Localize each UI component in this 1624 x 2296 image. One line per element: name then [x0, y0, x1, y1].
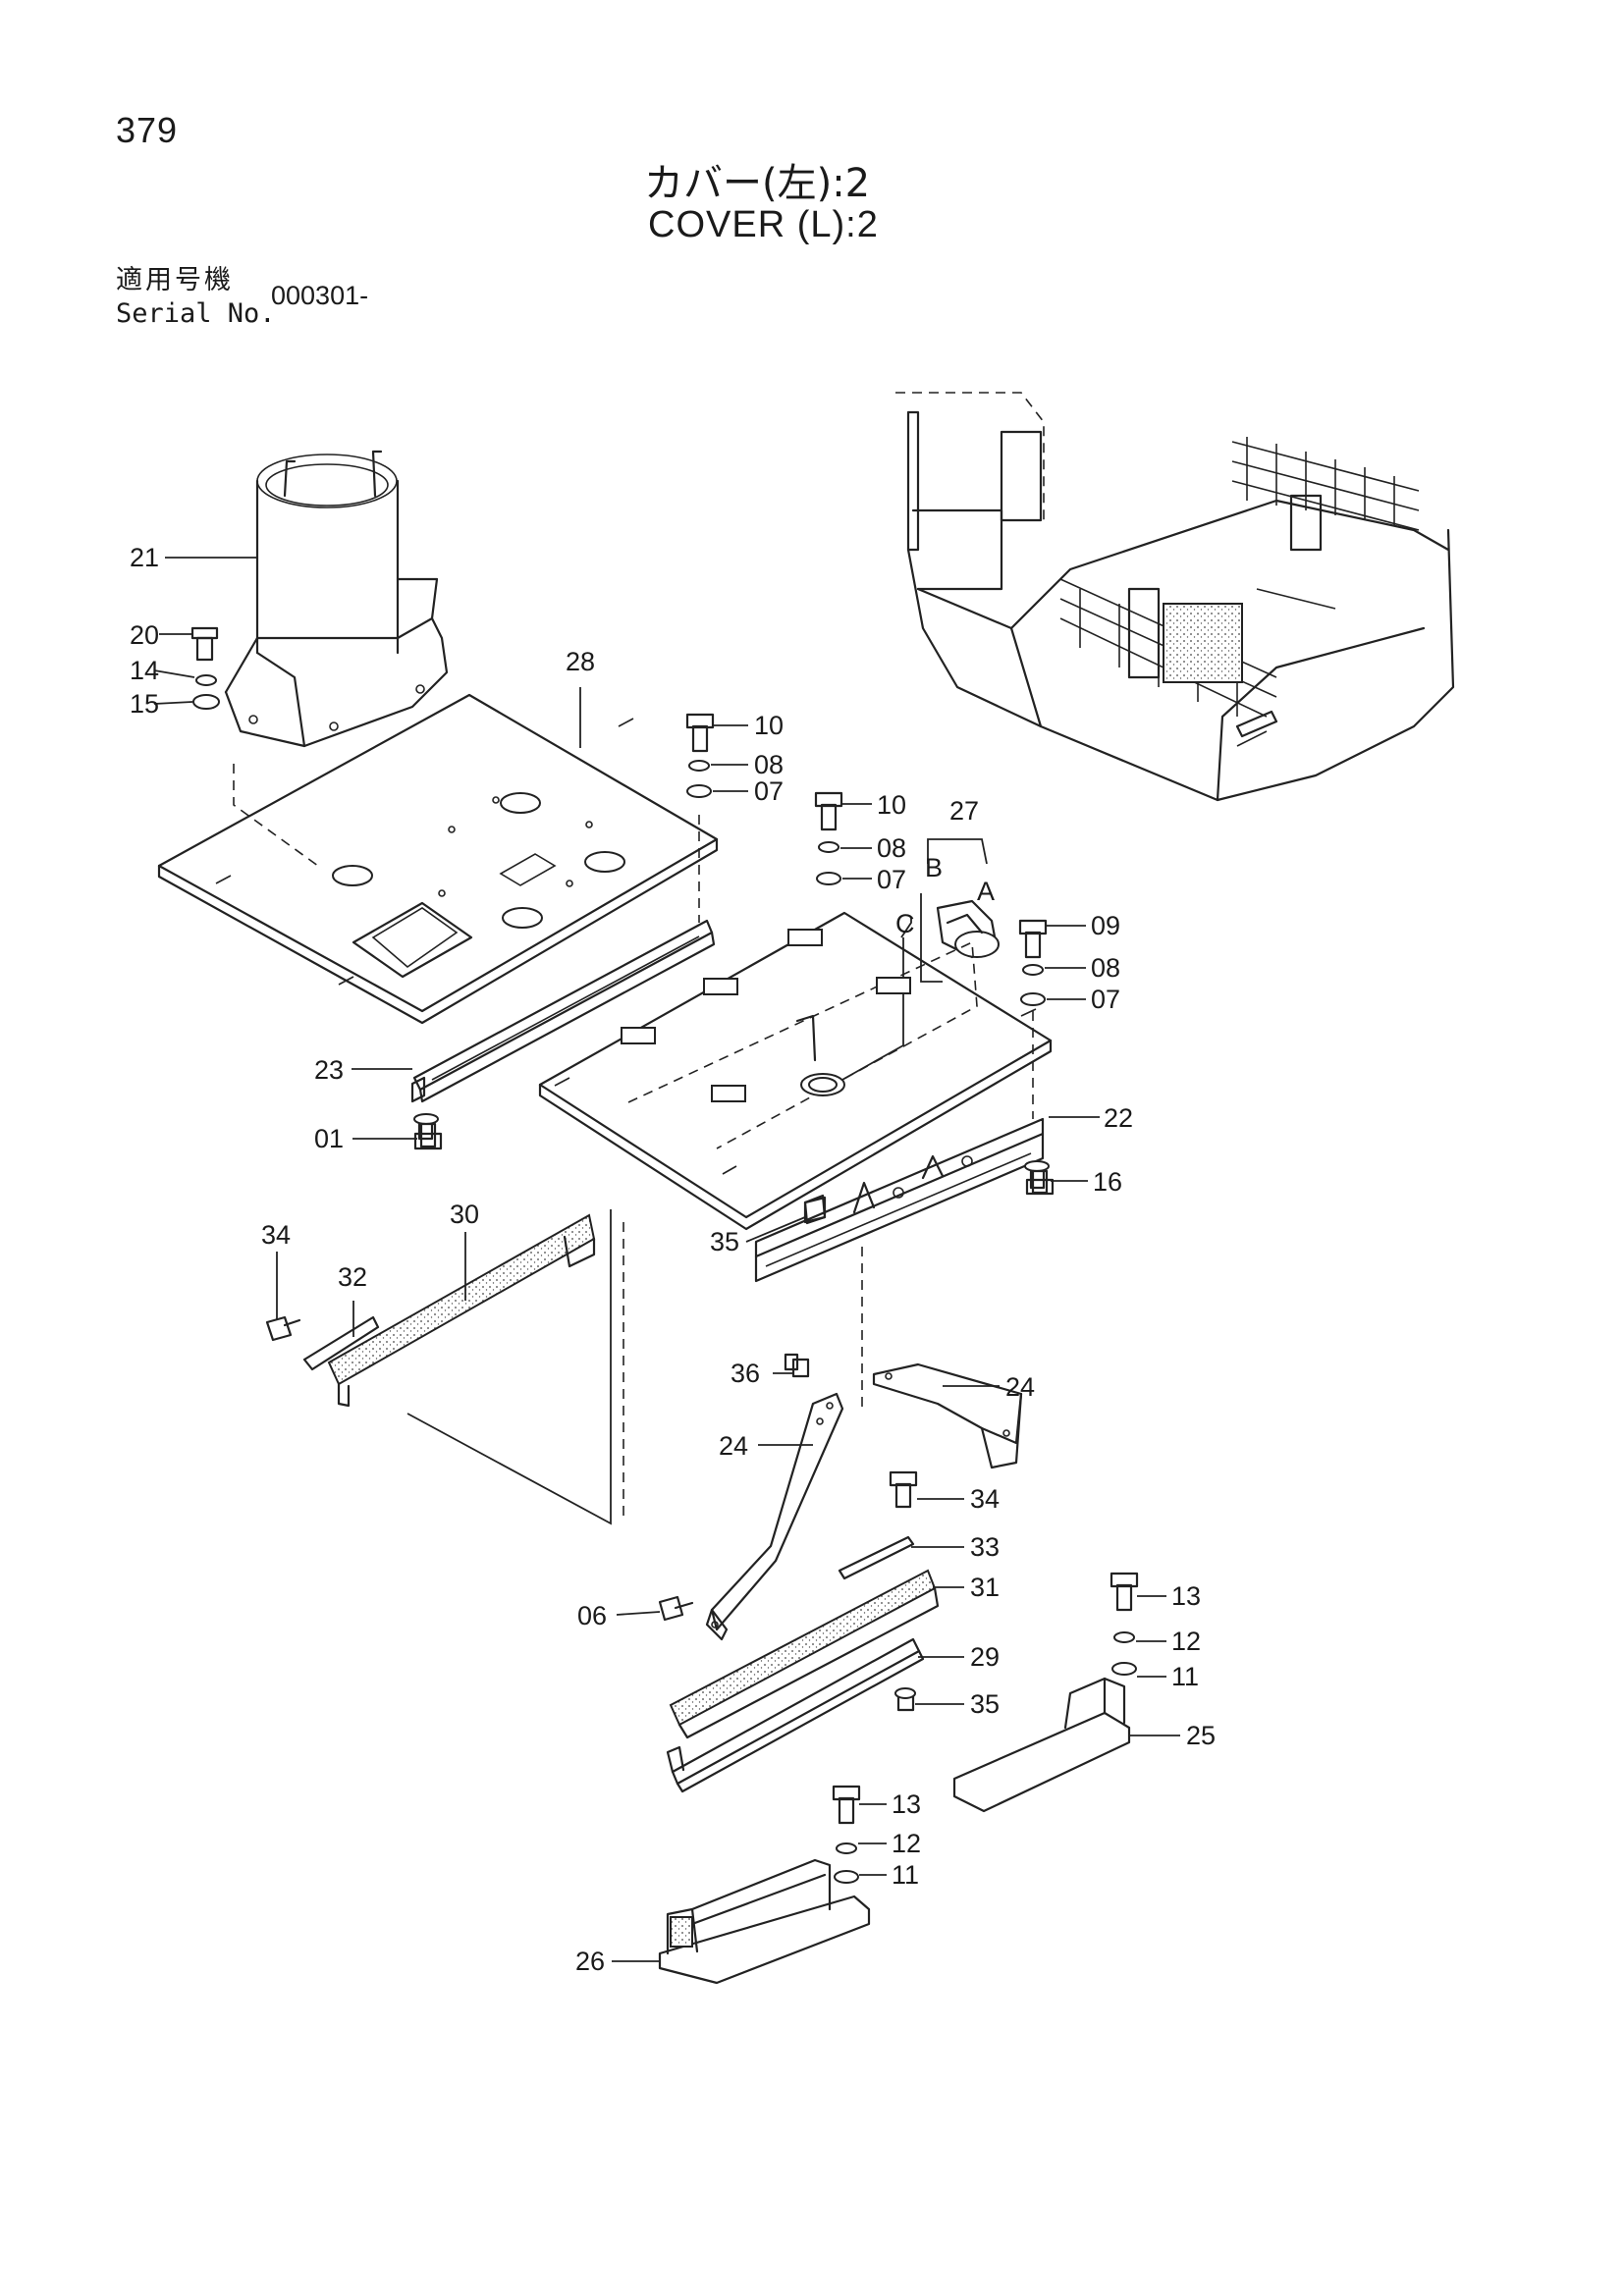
- callout-08c: 08: [1091, 953, 1120, 983]
- callout-11b: 11: [892, 1860, 919, 1890]
- callout-34a: 34: [261, 1220, 291, 1250]
- fastener-stacks: [685, 713, 1048, 1006]
- callout-35b: 35: [970, 1689, 1000, 1719]
- latch-assembly-27: [824, 838, 1000, 1091]
- callout-14: 14: [130, 656, 159, 685]
- callout-25: 25: [1186, 1721, 1216, 1750]
- side-rail: [754, 1117, 1050, 1283]
- letter-C: C: [895, 909, 915, 938]
- callout-36: 36: [731, 1359, 760, 1388]
- callout-34b: 34: [970, 1484, 1000, 1514]
- callout-13b: 13: [892, 1789, 921, 1819]
- bolt-01-head: [413, 1132, 443, 1150]
- callout-06: 06: [577, 1601, 607, 1630]
- title-english: COVER (L):2: [648, 204, 879, 245]
- bracket-26: [658, 1785, 871, 1985]
- callout-09: 09: [1091, 911, 1120, 940]
- callout-23: 23: [314, 1055, 344, 1085]
- tube-assembly: [190, 450, 449, 748]
- letter-A: A: [977, 877, 995, 906]
- callout-07c: 07: [1091, 985, 1120, 1014]
- callout-13a: 13: [1171, 1581, 1201, 1611]
- callout-12b: 12: [892, 1829, 921, 1858]
- callout-30: 30: [450, 1200, 479, 1229]
- callout-10a: 10: [754, 711, 784, 740]
- callout-32: 32: [338, 1262, 367, 1292]
- bolt-16-head: [1025, 1178, 1055, 1196]
- applicable-machine-label: 適用号機: [116, 265, 234, 295]
- machine-locator-view: [895, 392, 1455, 802]
- foam-panel-30: [265, 1213, 596, 1408]
- nut-35: [803, 1194, 827, 1225]
- callout-24b: 24: [1005, 1372, 1035, 1402]
- lower-channel-parts: [658, 1470, 940, 1793]
- callout-11a: 11: [1171, 1662, 1199, 1691]
- brackets-24: [705, 1353, 1023, 1641]
- callout-28: 28: [566, 647, 595, 676]
- letter-B: B: [925, 853, 943, 882]
- callout-10b: 10: [877, 790, 906, 820]
- page-number: 379: [116, 110, 179, 150]
- callout-labels: 21 20 14 15 28 10 08 07 10 08 07 27 B A …: [130, 543, 1216, 1976]
- callout-15: 15: [130, 689, 159, 719]
- callout-07b: 07: [877, 865, 906, 894]
- callout-26: 26: [575, 1947, 605, 1976]
- callout-07a: 07: [754, 776, 784, 806]
- callout-01: 01: [314, 1124, 344, 1153]
- callout-16: 16: [1093, 1167, 1122, 1197]
- callout-24a: 24: [719, 1431, 748, 1461]
- callout-35a: 35: [710, 1227, 739, 1256]
- serial-number-value: 000301-: [271, 281, 369, 310]
- bracket-25: [952, 1572, 1139, 1813]
- rail-23: [410, 919, 716, 1141]
- callout-22: 22: [1104, 1103, 1133, 1133]
- callout-33: 33: [970, 1532, 1000, 1562]
- callout-31: 31: [970, 1573, 1000, 1602]
- callout-29: 29: [970, 1642, 1000, 1672]
- serial-number-label: Serial No.: [116, 298, 276, 329]
- callout-08b: 08: [877, 833, 906, 863]
- cover-plate-28: [157, 693, 719, 1025]
- centerline: [233, 764, 323, 870]
- callout-08a: 08: [754, 750, 784, 779]
- leader: [406, 1209, 612, 1525]
- cover-plate-22: [538, 911, 1053, 1231]
- callout-12a: 12: [1171, 1627, 1201, 1656]
- callout-27: 27: [949, 796, 979, 826]
- title-japanese: カバー(左):2: [644, 161, 871, 206]
- bolt-01: [419, 1122, 437, 1148]
- callout-leaders: [153, 557, 1180, 1962]
- callout-21: 21: [130, 543, 159, 572]
- callout-20: 20: [130, 620, 159, 650]
